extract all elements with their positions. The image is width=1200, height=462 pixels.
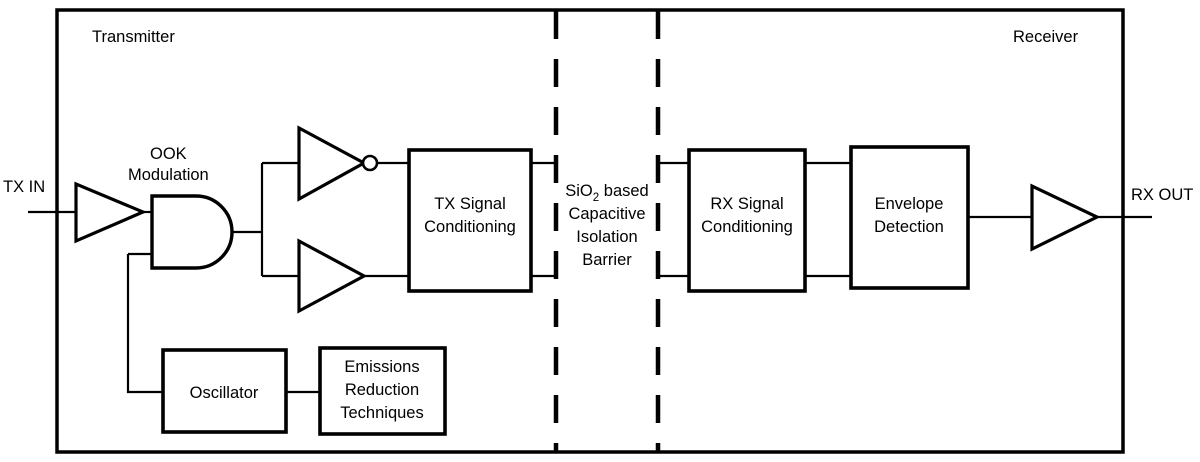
block-label-emissions-line1: Emissions bbox=[344, 358, 419, 376]
block-label-rx-signal-conditioning-line2: Conditioning bbox=[701, 218, 793, 236]
port-label-rx-out: RX OUT bbox=[1131, 186, 1193, 204]
block-emissions-reduction bbox=[318, 346, 447, 436]
block-label-envelope-detection-line1: Envelope bbox=[875, 195, 944, 213]
section-label-transmitter: Transmitter bbox=[92, 28, 175, 46]
block-envelope-detection bbox=[849, 145, 970, 290]
barrier-label-line3: Isolation bbox=[576, 228, 637, 246]
block-label-tx-signal-conditioning-line1: TX Signal bbox=[434, 195, 506, 213]
block-tx-signal-conditioning bbox=[407, 148, 533, 293]
block-label-tx-signal-conditioning-line2: Conditioning bbox=[424, 218, 516, 236]
block-oscillator bbox=[161, 348, 288, 434]
inverter-top-icon bbox=[297, 125, 368, 202]
buffer-bottom-icon bbox=[297, 238, 368, 314]
block-label-oscillator: Oscillator bbox=[190, 384, 259, 402]
input-buffer-icon bbox=[74, 181, 148, 244]
port-label-tx-in: TX IN bbox=[3, 178, 45, 196]
block-label-emissions-line2: Reduction bbox=[345, 381, 419, 399]
block-label-rx-signal-conditioning-line1: RX Signal bbox=[710, 195, 783, 213]
block-label-emissions-line3: Techniques bbox=[340, 404, 423, 422]
barrier-label-based: based bbox=[599, 182, 649, 200]
annotation-ook-line1: OOK bbox=[150, 145, 187, 163]
inverter-bubble-icon bbox=[361, 154, 379, 172]
barrier-label-subscript: 2 bbox=[593, 192, 599, 204]
barrier-label-sio: SiO bbox=[565, 182, 593, 200]
barrier-label-line4: Barrier bbox=[582, 251, 632, 269]
block-rx-signal-conditioning bbox=[687, 148, 807, 293]
output-buffer-icon bbox=[1030, 183, 1101, 252]
barrier-label-line1: SiO2 based bbox=[565, 182, 648, 204]
system-outer-frame bbox=[55, 8, 1125, 454]
section-label-receiver: Receiver bbox=[1013, 28, 1079, 46]
barrier-label-line2: Capacitive bbox=[568, 205, 645, 223]
annotation-ook-line2: Modulation bbox=[128, 166, 209, 184]
and-gate-icon bbox=[150, 194, 234, 270]
block-label-envelope-detection-line2: Detection bbox=[874, 218, 944, 236]
wire-oscillator-feedback bbox=[126, 254, 163, 394]
